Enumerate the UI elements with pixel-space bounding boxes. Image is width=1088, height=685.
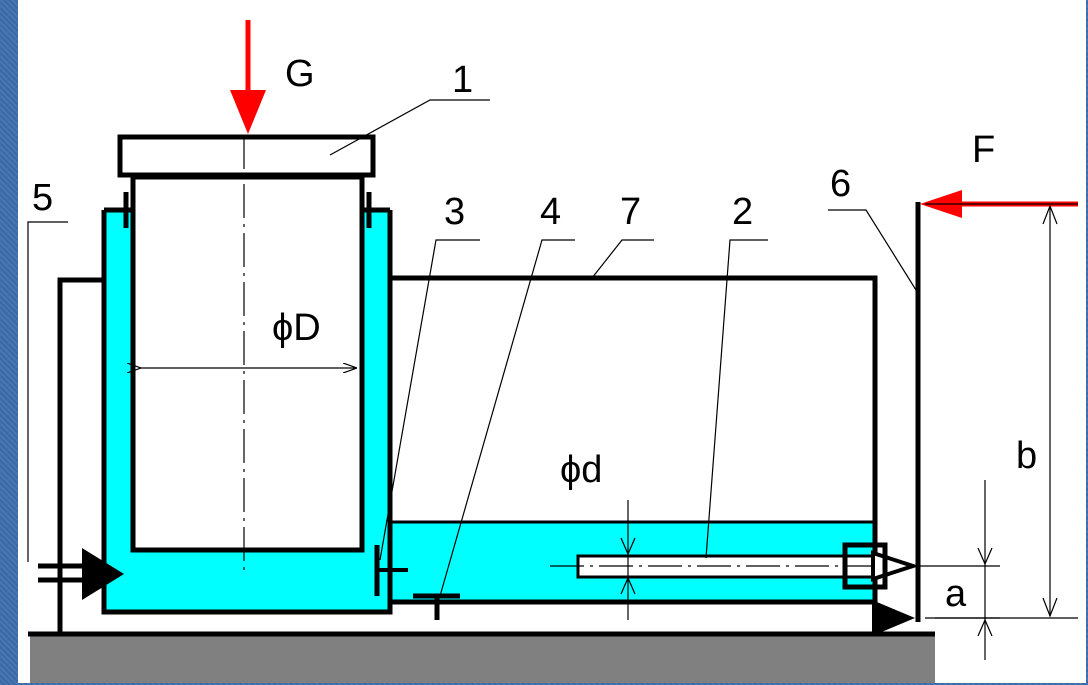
label-diameter-large: ϕD (272, 307, 321, 349)
label-dim-b: b (1016, 435, 1037, 477)
label-part-1: 1 (452, 59, 473, 101)
leader-part-3 (379, 239, 480, 561)
large-cylinder-vessel (101, 210, 393, 615)
dim-a-arrow-bottom (977, 618, 993, 637)
label-part-2: 2 (732, 191, 753, 233)
support-pipe (57, 277, 104, 634)
label-part-7: 7 (620, 191, 641, 233)
dim-a-arrow-top (977, 547, 993, 566)
leader-part-7 (591, 239, 654, 279)
leader-part-5 (27, 221, 68, 562)
small-piston-seal (842, 542, 888, 590)
label-part-5: 5 (32, 177, 53, 219)
reservoir-7 (390, 275, 878, 634)
ground-base (30, 636, 935, 683)
diameter-small-d-arrow-bottom (620, 576, 636, 595)
label-part-6: 6 (830, 163, 851, 205)
leader-part-4 (439, 239, 575, 597)
leader-part-1 (329, 99, 490, 156)
label-part-4: 4 (540, 191, 561, 233)
label-force-f: F (972, 129, 995, 171)
label-part-3: 3 (444, 191, 465, 233)
label-diameter-small: ϕd (560, 449, 602, 491)
lever-pivot (872, 600, 915, 636)
leader-part-6 (828, 209, 917, 291)
dim-b-arrow-bottom (1042, 597, 1058, 618)
force-g-arrow-head (230, 90, 266, 134)
label-dim-a: a (945, 573, 967, 615)
valve-5-arrow (82, 548, 124, 600)
diameter-small-d-arrow-top (620, 537, 636, 556)
label-force-g: G (285, 53, 315, 95)
piston-head (117, 134, 376, 178)
dim-b-arrow-top (1042, 204, 1058, 225)
piston-body (130, 174, 365, 553)
leader-part-2 (705, 239, 768, 559)
